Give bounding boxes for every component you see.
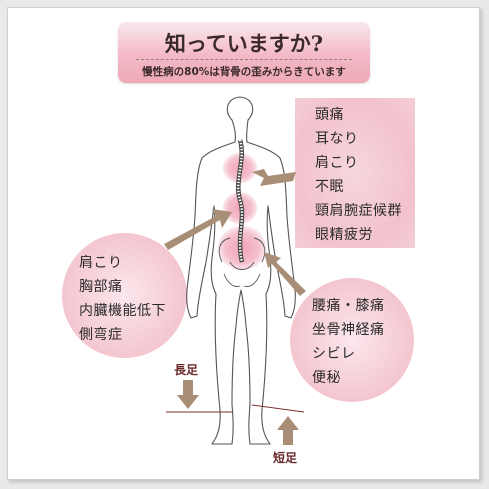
symptom-back-knee-pain: 腰痛・膝痛: [312, 298, 385, 314]
symptom-organ-decline: 内臓機能低下: [79, 303, 166, 319]
short-leg-line: [251, 404, 305, 413]
long-leg-down-arrow: [177, 380, 199, 409]
short-leg-label: 短足: [273, 451, 298, 465]
arrow-to-hip: [264, 252, 306, 296]
chest-symptoms-circle: 肩こり 胸部痛 内臓機能低下 側弯症: [62, 233, 187, 358]
symptom-scoliosis: 側弯症: [79, 327, 123, 343]
banner-divider: [136, 59, 352, 60]
lower-symptoms-circle: 腰痛・膝痛 坐骨神経痛 シビレ 便秘: [290, 278, 414, 402]
short-leg-up-arrow: [277, 416, 299, 445]
symptom-neck-shoulder-arm-syndrome: 頸肩腕症候群: [315, 203, 402, 219]
long-leg-label: 長足: [174, 363, 199, 377]
symptom-constipation: 便秘: [312, 370, 341, 386]
symptom-stiff-shoulders: 肩こり: [315, 155, 359, 171]
symptom-headache: 頭痛: [315, 107, 344, 123]
symptom-eye-strain: 眼精疲労: [315, 227, 373, 243]
symptom-sciatica: 坐骨神経痛: [312, 322, 385, 338]
arrow-to-neck: [252, 169, 296, 186]
upper-symptoms-box: 頭痛 耳なり 肩こり 不眠 頸肩腕症候群 眼精疲労: [295, 98, 415, 248]
pelvis-sketch: [218, 237, 266, 287]
banner-title: 知っていますか?: [164, 31, 324, 56]
symptom-tinnitus: 耳なり: [315, 131, 359, 147]
symptom-stiff-shoulders-left: 肩こり: [79, 255, 123, 271]
symptom-chest-pain: 胸部痛: [79, 279, 123, 295]
symptom-numbness: シビレ: [312, 346, 356, 362]
arrow-to-chest: [164, 209, 232, 250]
title-banner: 知っていますか? 慢性病の80%は背骨の歪みからきています: [118, 22, 370, 83]
symptom-insomnia: 不眠: [315, 179, 344, 195]
pointer-arrows: [164, 169, 306, 296]
spine-vertebrae: [237, 139, 244, 263]
banner-subtitle: 慢性病の80%は背骨の歪みからきています: [142, 66, 346, 78]
